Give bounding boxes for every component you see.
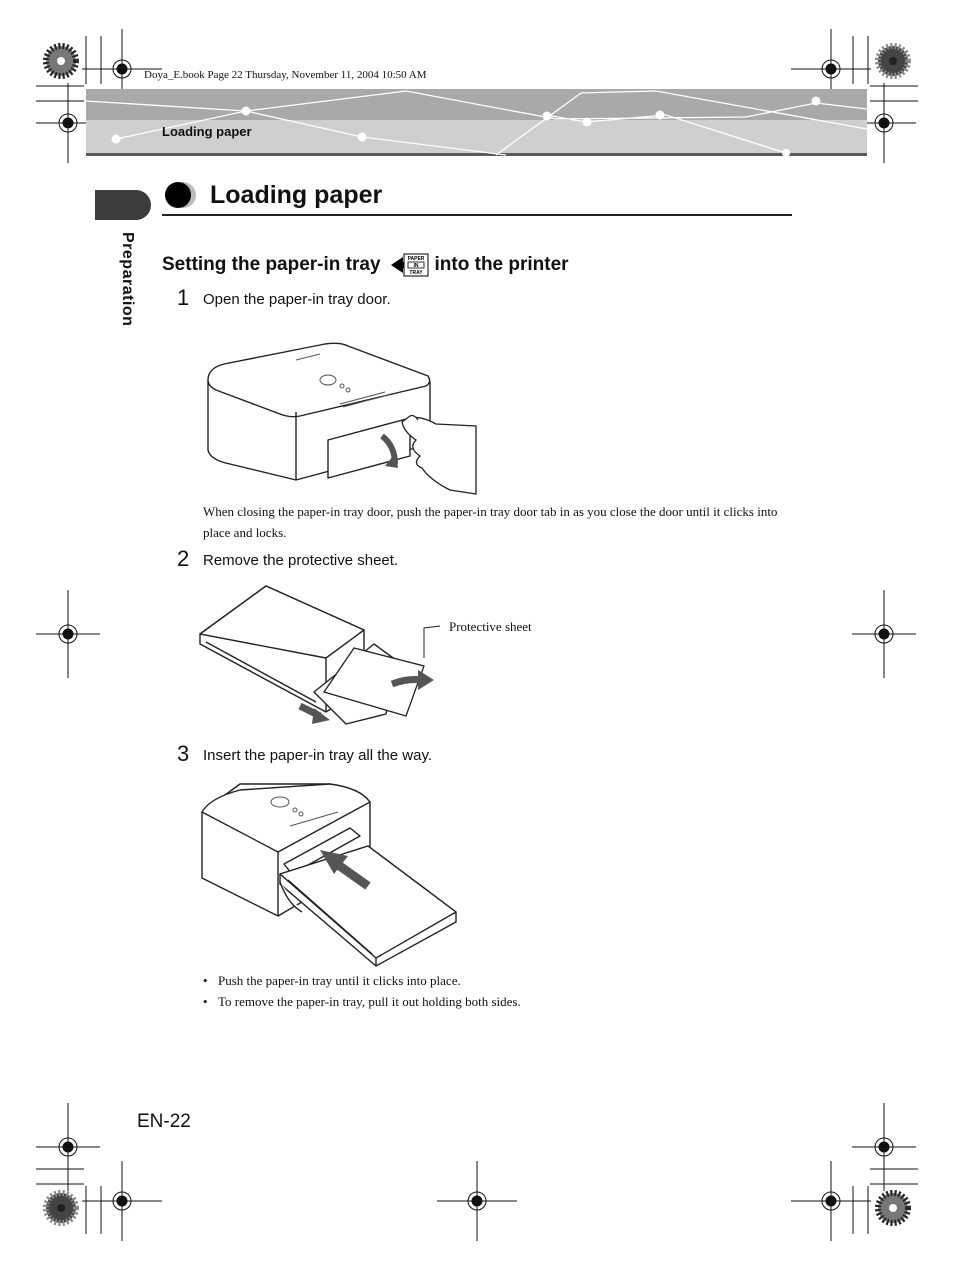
step-number-2: 2 [177, 546, 190, 571]
callout-protective-sheet: Protective sheet [449, 619, 532, 634]
note-closing-door: When closing the paper-in tray door, pus… [203, 504, 778, 540]
header-rule [86, 153, 867, 156]
title-bullet-icon [165, 182, 196, 208]
paper-in-tray-icon: PAPER IN TRAY [390, 253, 429, 277]
step-text-2: Remove the protective sheet. [203, 552, 399, 569]
section-heading: Setting the paper-in tray PAPER IN TRAY … [162, 253, 569, 277]
step-number-1: 1 [177, 285, 190, 310]
tray-icon-line3: TRAY [409, 270, 423, 276]
bullet-list: Push the paper-in tray until it clicks i… [203, 970, 521, 1012]
illustration-open-tray-door [207, 342, 477, 495]
step-text-3: Insert the paper-in tray all the way. [203, 747, 432, 764]
step-number-3: 3 [177, 741, 190, 766]
step-text-1: Open the paper-in tray door. [203, 291, 391, 308]
header-decoration [85, 90, 868, 157]
header-band-light [86, 120, 867, 153]
section-heading-before: Setting the paper-in tray [162, 254, 381, 275]
list-item: To remove the paper-in tray, pull it out… [203, 991, 521, 1012]
tray-icon-line2: IN [413, 263, 418, 269]
side-tab [95, 190, 151, 220]
section-heading-after: into the printer [434, 254, 569, 275]
list-item: Push the paper-in tray until it clicks i… [203, 970, 521, 991]
page-title: Loading paper [210, 181, 383, 209]
page-number: EN-22 [137, 1111, 191, 1132]
illustration-remove-protective-sheet [199, 585, 441, 725]
title-rule [162, 214, 792, 216]
side-label: Preparation [119, 232, 136, 327]
illustration-insert-tray [201, 783, 457, 967]
tray-icon-line1: PAPER [407, 256, 424, 262]
header-label: Loading paper [162, 124, 252, 139]
file-info: Doya_E.book Page 22 Thursday, November 1… [144, 69, 427, 81]
